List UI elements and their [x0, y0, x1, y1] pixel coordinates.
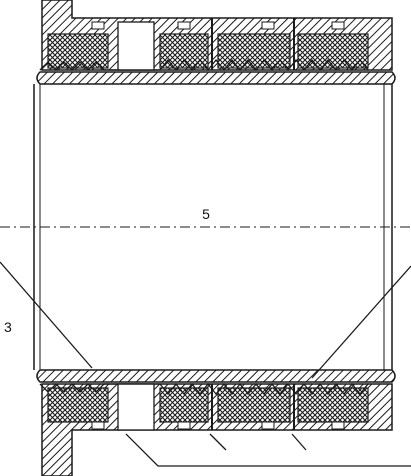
- bottom-window: [117, 383, 155, 431]
- top-slot-1: [91, 21, 105, 30]
- bottom-teeth: [39, 382, 369, 396]
- leader-3: [0, 261, 93, 369]
- leader-bottom-3: [291, 433, 307, 451]
- leader-right: [311, 265, 411, 379]
- bottom-packing-3: [217, 387, 291, 423]
- top-slot-2: [177, 21, 191, 30]
- leader-bottom-2: [209, 433, 227, 451]
- bottom-packing-4: [297, 387, 369, 423]
- top-liner: [36, 71, 396, 85]
- top-slot-3: [261, 21, 275, 30]
- bottom-slot-4: [331, 421, 345, 430]
- bottom-housing: [39, 382, 393, 476]
- centerline-label: 5: [202, 206, 210, 222]
- leader-lines: [0, 261, 411, 467]
- top-packing-3: [217, 33, 291, 69]
- top-teeth: [39, 58, 369, 72]
- top-housing: [39, 0, 393, 72]
- bottom-liner: [36, 369, 396, 383]
- bottom-slot-2: [177, 421, 191, 430]
- top-packing-1: [47, 33, 109, 69]
- leader-bottom-1: [125, 433, 411, 467]
- top-window: [117, 21, 155, 71]
- top-slot-4: [331, 21, 345, 30]
- callout-label-3: 3: [4, 319, 12, 335]
- bottom-packing-1: [47, 387, 109, 423]
- top-packing-2: [159, 33, 209, 69]
- bottom-slot-1: [91, 421, 105, 430]
- bottom-slot-3: [261, 421, 275, 430]
